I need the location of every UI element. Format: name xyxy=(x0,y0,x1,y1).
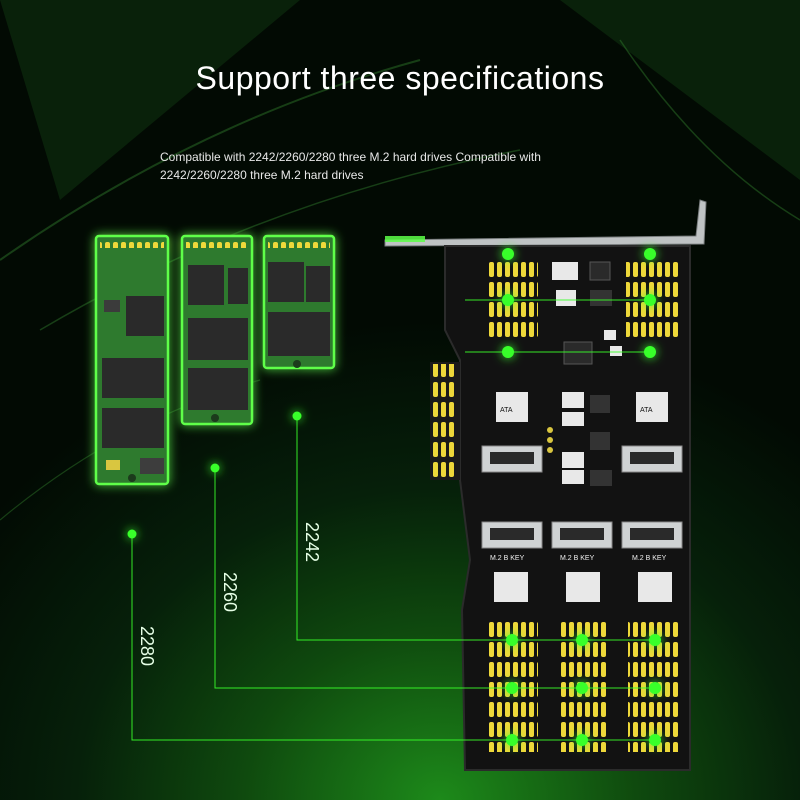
spec-label-2280: 2280 xyxy=(137,626,157,666)
m2-key-label-right: M.2 B KEY xyxy=(632,555,667,562)
m2-ssd-2242 xyxy=(262,234,336,370)
svg-text:ATA: ATA xyxy=(500,407,513,414)
m2-key-label-left: M.2 B KEY xyxy=(490,555,525,562)
spec-label-2242: 2242 xyxy=(302,522,322,562)
page-title: Support three specifications xyxy=(195,60,605,96)
sata-logo-bottom-mid xyxy=(566,572,600,602)
m2-socket-row1-right xyxy=(621,445,683,473)
pcie-bracket xyxy=(384,199,707,247)
page-subtitle: Compatible with 2242/2260/2280 three M.2… xyxy=(160,150,541,182)
spec-guide-dots xyxy=(127,248,661,746)
svg-text:ATA: ATA xyxy=(640,407,653,414)
m2-ssd-2260 xyxy=(180,234,254,426)
m2-ssd-2280 xyxy=(94,234,170,486)
m2-socket-row2-right xyxy=(621,521,683,549)
m2-socket-row2-mid xyxy=(551,521,613,549)
m2-socket-row2-left xyxy=(481,521,543,549)
sata-logo-bottom-left xyxy=(494,572,528,602)
sata-logo-mid-right: ATA xyxy=(636,392,668,422)
sata-logo-bottom-right xyxy=(638,572,672,602)
m2-socket-row1-left xyxy=(481,445,543,473)
m2-key-label-mid: M.2 B KEY xyxy=(560,555,595,562)
pcie-gold-fingers xyxy=(432,364,456,478)
spec-label-2260: 2260 xyxy=(220,572,240,612)
sata-logo-mid-left: ATA xyxy=(496,392,528,422)
